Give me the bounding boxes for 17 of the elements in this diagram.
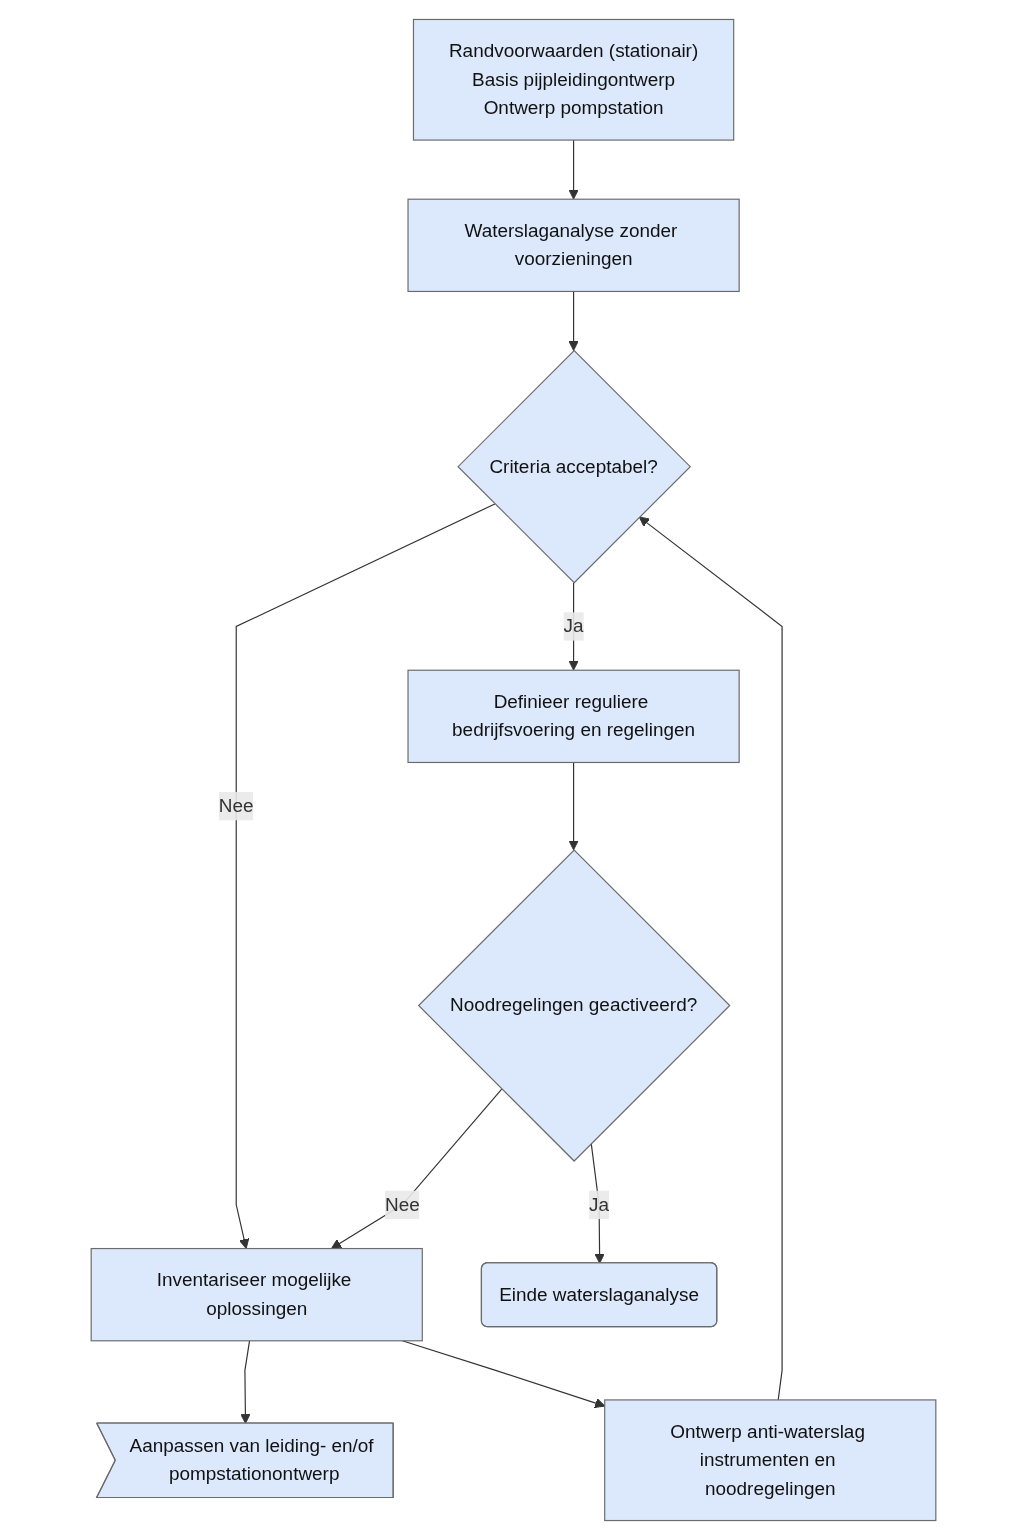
edge-label: Nee [218, 795, 254, 816]
node-box: Waterslaganalyse zonder voorzieningen [407, 198, 740, 293]
edge-label: Nee [385, 1194, 420, 1215]
arrow [568, 761, 579, 851]
node-box: Inventariseer mogelijke oplossingen [90, 1247, 423, 1342]
node-box: Ontwerp anti-waterslag instrumenten en noodregelingen [604, 1399, 937, 1522]
arrow [568, 139, 579, 200]
edge-label: Ja [589, 1194, 610, 1215]
arrow [331, 1088, 503, 1249]
edge-label: Ja [563, 615, 584, 636]
node-diamond: Criteria acceptabel? [457, 349, 692, 584]
node-diamond: Noodregelingen geactiveerd? [417, 849, 731, 1162]
arrow [638, 516, 783, 1401]
arrow [568, 290, 579, 352]
node-box: Definieer reguliere bedrijfsvoering en regelingen [407, 669, 740, 764]
arrow [235, 503, 496, 1249]
node-box: Randvoorwaarden (stationair) Basis pijpleidingontwerp Ontwerp pompstation [412, 18, 735, 141]
